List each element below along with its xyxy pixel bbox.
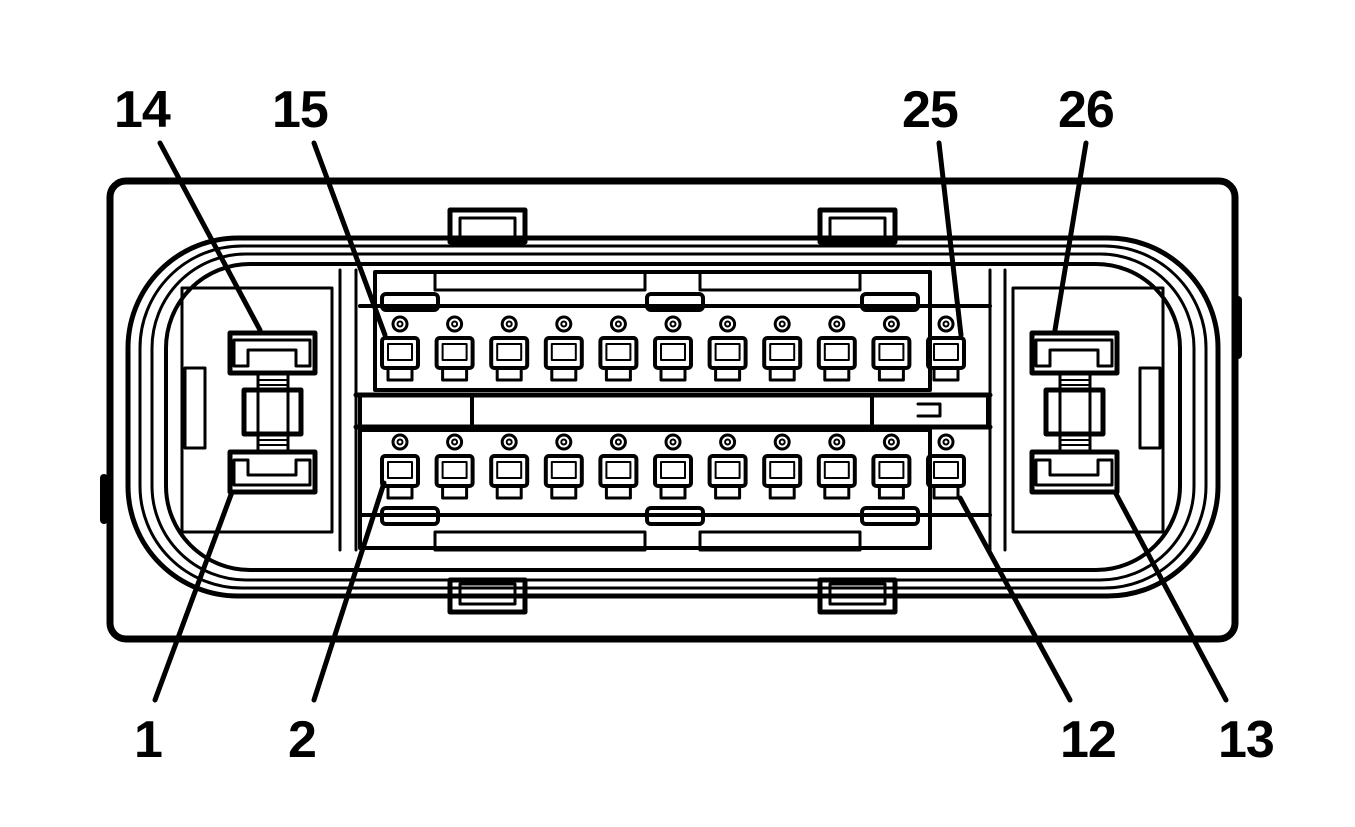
terminal-upper-1 [380, 315, 420, 382]
pin-label-12: 12 [1060, 711, 1117, 769]
pin-label-14: 14 [114, 81, 171, 139]
terminal-lower-8 [762, 433, 803, 500]
left-end-cavity [180, 286, 334, 534]
terminal-lower-7 [707, 433, 748, 500]
terminal-lower-9 [816, 433, 857, 500]
lower-retainer-clip [380, 506, 440, 526]
terminal-lower-3 [489, 433, 530, 500]
upper-retainer-clip [645, 292, 705, 312]
pin-label-2: 2 [288, 711, 317, 769]
terminal-upper-3 [489, 315, 530, 382]
terminal-block [338, 268, 1007, 552]
terminal-upper-7 [707, 315, 748, 382]
connector-housing [100, 177, 1242, 643]
pin-label-15: 15 [272, 81, 329, 139]
upper-retainer-clip [380, 292, 440, 312]
upper-retainer-clip [860, 292, 920, 312]
lower-retainer-clip [645, 506, 705, 526]
pin-label-13: 13 [1218, 711, 1275, 769]
terminal-lower-1 [380, 433, 420, 500]
leader-lines [152, 140, 1229, 703]
terminal-upper-9 [816, 315, 857, 382]
terminal-upper-4 [543, 315, 584, 382]
terminal-lower-11 [926, 433, 966, 500]
terminal-lower-2 [434, 433, 475, 500]
terminal-upper-5 [598, 315, 639, 382]
lower-retainer-clip [860, 506, 920, 526]
terminal-upper-2 [434, 315, 475, 382]
pin-label-26: 26 [1058, 81, 1115, 139]
terminal-lower-4 [543, 433, 584, 500]
pin-label-1: 1 [134, 711, 163, 769]
terminal-upper-6 [653, 315, 693, 382]
terminal-lower-6 [653, 433, 693, 500]
terminal-upper-8 [762, 315, 803, 382]
terminal-rows [380, 315, 966, 500]
terminal-upper-11 [926, 315, 966, 382]
right-end-cavity [1011, 286, 1165, 534]
latch-tabs [447, 207, 898, 615]
terminal-upper-10 [871, 315, 912, 382]
pin-label-25: 25 [902, 81, 959, 139]
terminal-lower-5 [598, 433, 639, 500]
terminal-lower-10 [871, 433, 912, 500]
